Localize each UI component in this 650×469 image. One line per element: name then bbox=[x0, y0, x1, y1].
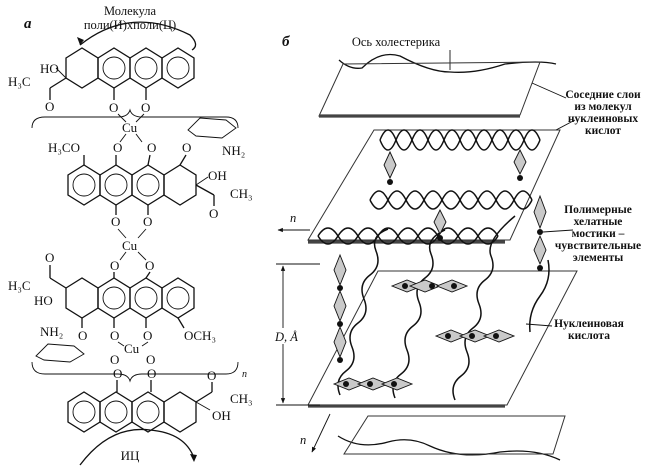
nucleic-acid-helix bbox=[369, 190, 533, 210]
nucleic-acid-helix bbox=[317, 227, 499, 245]
o-atom: O bbox=[110, 258, 119, 273]
dna-helices-layer-3 bbox=[337, 215, 550, 401]
o-atom: O bbox=[110, 328, 119, 343]
o-atom: O bbox=[147, 140, 156, 155]
nucleic-acid-helix bbox=[528, 259, 550, 333]
label-line: Соседние слои bbox=[565, 89, 641, 101]
polymer-caption-line1: Молекула bbox=[104, 4, 157, 18]
label-adjacent-layers: Соседние слои из молекул нуклеиновых кис… bbox=[531, 82, 641, 137]
cu-atom: Cu bbox=[124, 341, 140, 356]
o-atom: O bbox=[113, 366, 122, 381]
arrow-head-icon bbox=[190, 454, 197, 462]
nucleic-acid-helix bbox=[392, 229, 446, 399]
o-atom: O bbox=[146, 352, 155, 367]
layer-spacing-label: D, Å bbox=[274, 330, 298, 344]
nucleic-acid-helix bbox=[379, 129, 541, 151]
o-atom: O bbox=[109, 100, 118, 115]
director-arrow-lower bbox=[311, 413, 331, 453]
molecule-top: HO H₃C O O O bbox=[8, 47, 195, 115]
repeat-index-n: n bbox=[242, 369, 247, 380]
cholesteric-axis-label: Ось холестерика bbox=[352, 35, 441, 49]
chelate-bridge-horizontal bbox=[434, 329, 516, 343]
label-line: кислот bbox=[585, 125, 621, 137]
sugar-ring bbox=[187, 117, 237, 139]
o-atom: O bbox=[147, 366, 156, 381]
layer-plane-3 bbox=[307, 270, 578, 406]
chelate-bridge-horizontal bbox=[390, 279, 469, 293]
label-line: хелатные bbox=[574, 216, 623, 228]
nh2-group: NH₂ bbox=[222, 143, 245, 158]
chelate-bridge-vertical bbox=[333, 253, 347, 363]
o-atom: O bbox=[145, 258, 154, 273]
molecule-middle-1: H₃CO O O O NH₂ OH CH₃ O O O bbox=[48, 117, 253, 229]
keto-o: O bbox=[45, 250, 54, 265]
label-nucleic-acid: Нуклеиновая кислота bbox=[525, 318, 624, 342]
layer-plane-2 bbox=[307, 129, 561, 241]
panel-b: б Ось холестерика bbox=[272, 34, 641, 461]
intercalation-arrow-top bbox=[79, 21, 197, 51]
repeat-bracket-top bbox=[31, 108, 239, 129]
intercalator-caption: ИЦ bbox=[121, 448, 140, 463]
label-line: элементы bbox=[573, 252, 624, 264]
o-atom: O bbox=[78, 328, 87, 343]
cu-atom: Cu bbox=[122, 120, 138, 135]
h3co-group: H₃CO bbox=[48, 140, 80, 155]
chelate-bridge-vertical bbox=[383, 148, 527, 241]
keto-o: O bbox=[207, 368, 216, 383]
oh-group: OH bbox=[208, 168, 227, 183]
sugar-ring bbox=[35, 343, 85, 363]
layer-plane-bottom bbox=[343, 415, 566, 455]
nucleic-acid-helix bbox=[369, 190, 533, 210]
cholesteric-axis-line bbox=[338, 53, 557, 73]
repeat-bracket-bottom bbox=[31, 361, 239, 383]
o-atom: O bbox=[141, 100, 150, 115]
chelate-bridge-vertical bbox=[533, 194, 547, 271]
dna-helices-layer-2 bbox=[317, 129, 541, 245]
ch3-group: CH₃ bbox=[230, 391, 253, 406]
label-chelate-bridges: Полимерные хелатные мостики – чувствител… bbox=[542, 204, 641, 264]
keto-o: O bbox=[45, 99, 54, 114]
molecule-bottom: O O O CH₃ OH bbox=[67, 366, 253, 433]
label-line: Нуклеиновая bbox=[554, 318, 624, 330]
nh2-group: NH₂ bbox=[40, 324, 63, 339]
molecule-middle-2: O O O H₃C HO O NH₂ O O OCH₃ bbox=[8, 250, 216, 363]
intercalation-arrow-bottom bbox=[79, 428, 195, 466]
o-atom: O bbox=[110, 352, 119, 367]
label-line: кислота bbox=[568, 330, 610, 342]
panel-b-label: б bbox=[282, 34, 290, 50]
nucleic-acid-helix bbox=[452, 215, 516, 401]
cu-atom: Cu bbox=[122, 238, 138, 253]
o-atom: O bbox=[113, 140, 122, 155]
och3-group: OCH₃ bbox=[184, 328, 216, 343]
oh-group: OH bbox=[212, 408, 231, 423]
o-atom: O bbox=[143, 214, 152, 229]
ch3-group: CH₃ bbox=[230, 186, 253, 201]
label-line: Полимерные bbox=[564, 204, 632, 216]
director-label-upper: n bbox=[290, 211, 296, 225]
chelate-bridge-horizontal bbox=[332, 377, 414, 391]
label-line: нуклеиновых bbox=[568, 113, 638, 125]
nucleic-acid-helix bbox=[317, 227, 499, 245]
nucleic-acid-helix bbox=[337, 228, 389, 396]
label-line: чувствительные bbox=[555, 240, 641, 252]
o-atom: O bbox=[111, 214, 120, 229]
arrow-head-icon bbox=[77, 37, 84, 45]
label-line: из молекул bbox=[574, 101, 632, 113]
o-atom: O bbox=[143, 328, 152, 343]
cholesteric-axis-line-bottom bbox=[337, 435, 561, 461]
h3c-group: H₃C bbox=[8, 74, 31, 89]
ho-group: HO bbox=[40, 61, 59, 76]
o-atom: O bbox=[182, 140, 191, 155]
keto-o: O bbox=[209, 206, 218, 221]
h3c-group: H₃C bbox=[8, 278, 31, 293]
label-line: мостики – bbox=[572, 228, 625, 240]
director-label-lower: n bbox=[300, 433, 306, 447]
panel-a: а Молекула поли(И)хполи(Ц) HO H₃C O O O bbox=[8, 4, 253, 466]
layer-plane-top bbox=[318, 61, 541, 117]
panel-a-label: а bbox=[24, 16, 32, 32]
chelate-bridges bbox=[332, 148, 547, 391]
ho-group: HO bbox=[34, 293, 53, 308]
